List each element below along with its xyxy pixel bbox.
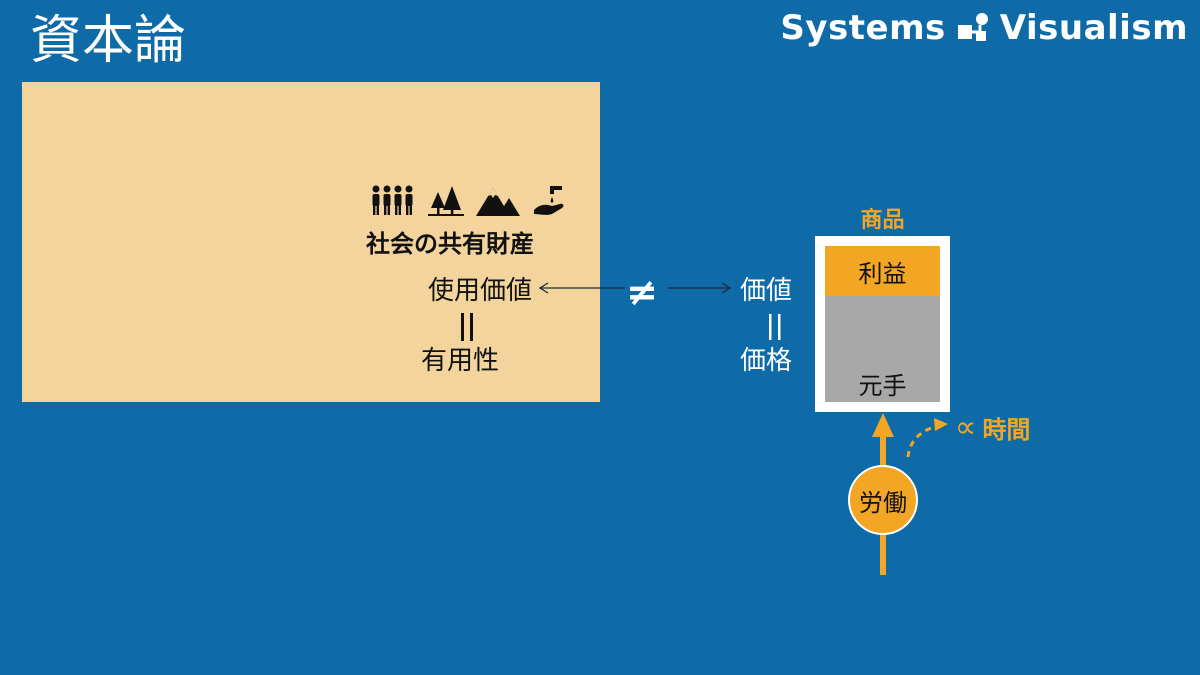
- comparison-arrows: [538, 282, 732, 294]
- people-icon: [372, 185, 413, 215]
- time-arrow-head: [934, 418, 948, 431]
- commons-icons: [370, 180, 566, 216]
- profit-block: 利益: [825, 246, 940, 296]
- equals-vertical-right: [769, 314, 781, 340]
- brand-text-systems: Systems: [780, 8, 946, 48]
- goods-title: 商品: [860, 208, 905, 233]
- brand-logo-wordmark: Systems Visualism: [780, 6, 1188, 50]
- left-arrow-head: [538, 282, 549, 294]
- profit-label: 利益: [858, 259, 907, 288]
- commons-label: 社会の共有財産: [366, 230, 534, 258]
- time-label: 時間: [982, 416, 1031, 444]
- proportional-symbol: ∝: [955, 410, 977, 445]
- brand-text-visualism: Visualism: [999, 8, 1188, 48]
- right-arrow-head: [721, 282, 732, 294]
- time-proportional: ∝ 時間: [955, 410, 1030, 445]
- labor-arrow-head: [872, 413, 894, 437]
- trees-icon: [428, 186, 464, 216]
- use-value-label: 使用価値: [427, 276, 532, 306]
- water-hand-icon: [534, 186, 564, 215]
- labor-label: 労働: [859, 488, 907, 517]
- commons-panel: [22, 82, 600, 402]
- labor-circle: 労働: [848, 465, 918, 535]
- value-label: 価値: [740, 276, 793, 306]
- page-title: 資本論: [30, 11, 187, 71]
- not-equal-symbol: ≠: [626, 270, 658, 314]
- capital-label: 元手: [858, 372, 907, 400]
- price-label: 価格: [740, 346, 793, 376]
- capital-block: [825, 296, 940, 402]
- equals-vertical-left: [461, 313, 473, 341]
- usefulness-label: 有用性: [420, 346, 499, 376]
- mountain-icon: [476, 188, 520, 216]
- systems-visualism-logo-icon: [957, 13, 988, 41]
